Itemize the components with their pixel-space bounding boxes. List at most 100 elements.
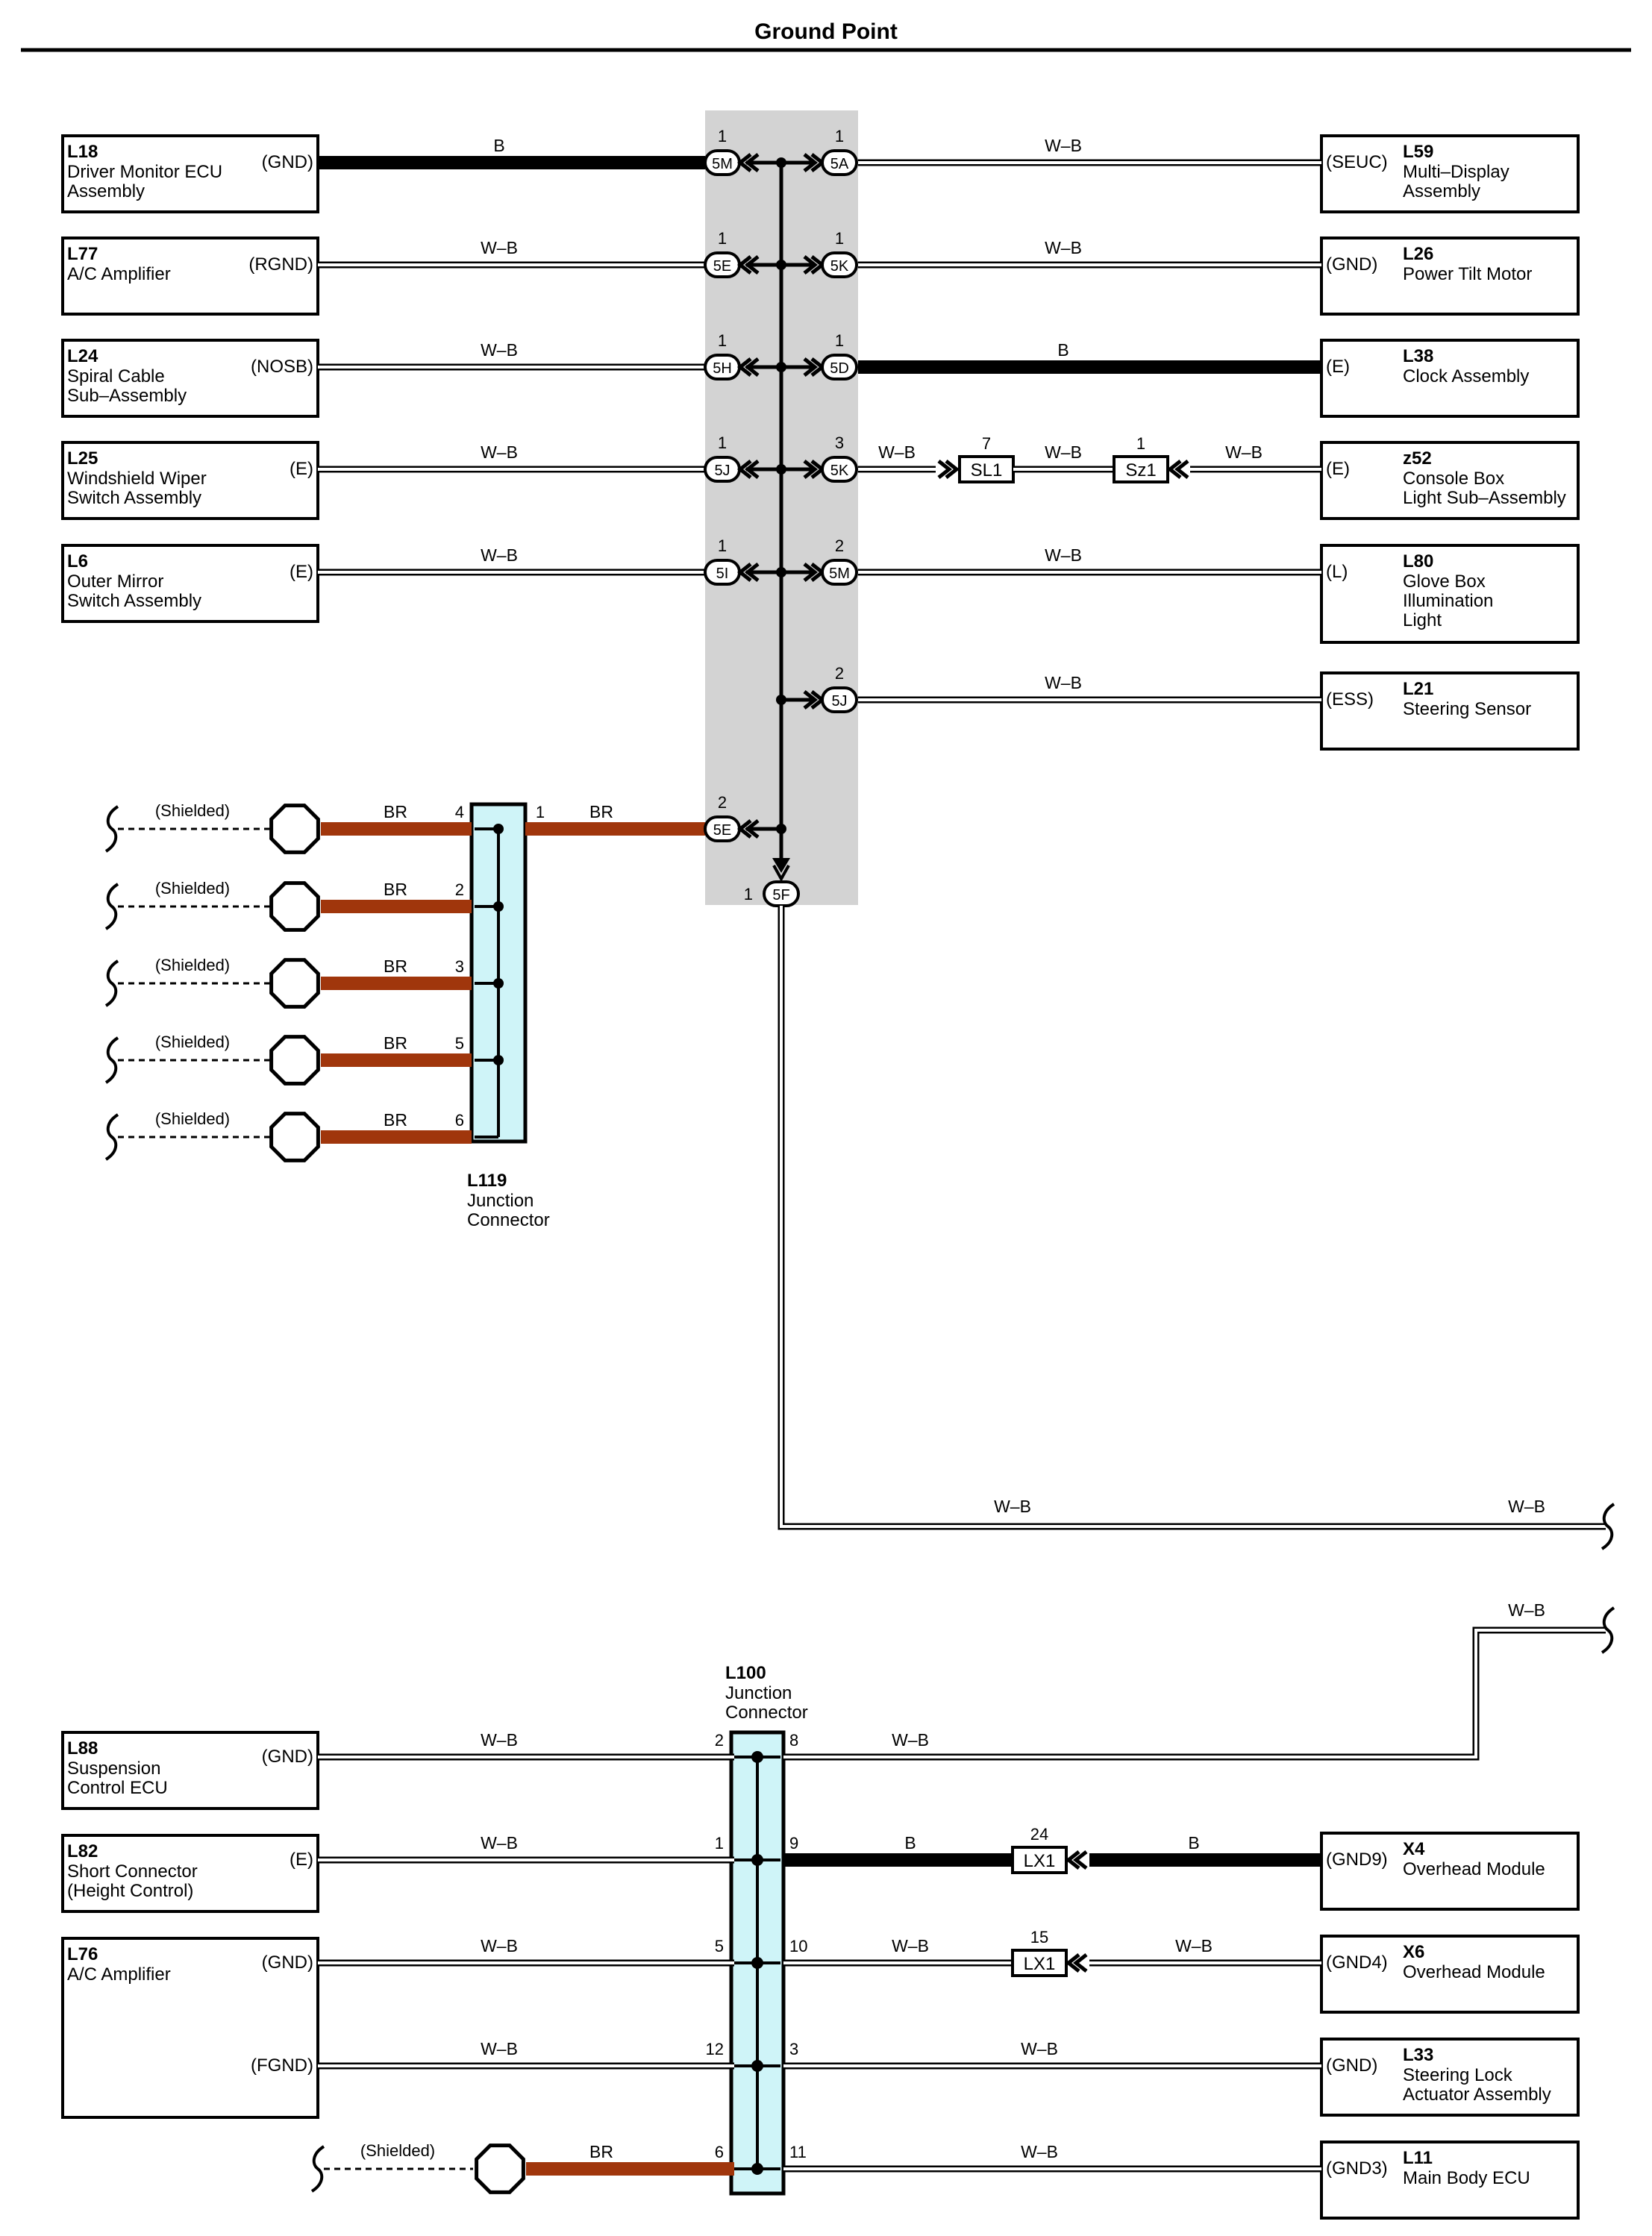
left-component-box bbox=[61, 1731, 319, 1810]
pin-number: 1 bbox=[718, 433, 727, 452]
wire-color-label: W–B bbox=[481, 340, 518, 360]
pin-number: 5 bbox=[715, 1937, 724, 1955]
right-component-box bbox=[1320, 339, 1580, 418]
pin-number: 24 bbox=[1030, 1825, 1048, 1844]
wire-color-label: W–B bbox=[481, 238, 518, 257]
pin-number: 9 bbox=[789, 1834, 798, 1853]
connector-pill bbox=[821, 559, 858, 586]
shield-ground-octagon bbox=[269, 1035, 320, 1086]
splice-dot bbox=[776, 362, 786, 372]
pin-number: 1 bbox=[715, 1834, 724, 1853]
connector-pill-label: 5M bbox=[712, 156, 733, 172]
component-name: Light Sub–Assembly bbox=[1403, 488, 1566, 508]
component-pin: (GND) bbox=[262, 1747, 313, 1767]
component-name: Illumination bbox=[1403, 591, 1493, 611]
wire-color-label: W–B bbox=[878, 442, 916, 462]
arrow bbox=[736, 819, 752, 839]
pin-number: 1 bbox=[536, 803, 545, 821]
connector-pill-label: 5H bbox=[713, 360, 732, 377]
pin-number: 15 bbox=[1030, 1928, 1048, 1947]
shield-break-mark bbox=[104, 883, 119, 930]
arrow bbox=[736, 255, 752, 275]
left-component-box bbox=[61, 339, 319, 418]
splice-dot bbox=[776, 824, 786, 834]
pin-number: 3 bbox=[455, 957, 464, 976]
arrow bbox=[803, 357, 819, 377]
wire-color-label: W–B bbox=[1045, 442, 1082, 462]
splice-dot bbox=[493, 978, 504, 989]
l119-name: Junction bbox=[467, 1191, 534, 1211]
component-code: L11 bbox=[1403, 2148, 1433, 2168]
connector-pill-label: 5K bbox=[830, 258, 849, 275]
pin-number: 10 bbox=[789, 1937, 807, 1955]
component-name: Steering Lock bbox=[1403, 2065, 1513, 2085]
shield-ground-octagon bbox=[475, 2143, 525, 2194]
component-code: L25 bbox=[67, 448, 98, 469]
pin-number: 1 bbox=[835, 331, 844, 350]
component-pin: (GND) bbox=[1326, 2055, 1377, 2076]
l119-name: Connector bbox=[467, 1210, 550, 1230]
component-name: Light bbox=[1403, 610, 1442, 630]
shielded-label: (Shielded) bbox=[155, 956, 230, 974]
arrow bbox=[803, 460, 819, 479]
shield-break-mark bbox=[104, 1113, 119, 1161]
wire-color-label: W–B bbox=[892, 1730, 929, 1750]
l100-name: Junction bbox=[725, 1683, 792, 1703]
component-name: Overhead Module bbox=[1403, 1962, 1545, 1982]
wire-color-label: B bbox=[493, 136, 504, 155]
shield-break-mark bbox=[104, 805, 119, 853]
pin-number: 1 bbox=[1136, 434, 1145, 453]
connector-pill-label: 5K bbox=[830, 463, 849, 479]
left-component-box bbox=[61, 544, 319, 623]
component-name: A/C Amplifier bbox=[67, 264, 171, 284]
splice-dot bbox=[776, 157, 786, 168]
component-pin: (GND9) bbox=[1326, 1850, 1388, 1870]
shield-break-mark bbox=[104, 1036, 119, 1084]
wire-color-label: W–B bbox=[1045, 136, 1082, 155]
connector-pill-label: 5M bbox=[829, 566, 850, 582]
wire-color-label: W–B bbox=[481, 1833, 518, 1853]
arrow bbox=[1065, 1850, 1080, 1870]
arrow bbox=[1174, 460, 1189, 479]
connector-pill-label: 5E bbox=[713, 258, 731, 275]
pin-number: 7 bbox=[982, 434, 991, 453]
inline-connector-label: LX1 bbox=[1024, 1954, 1056, 1974]
right-component-box bbox=[1320, 544, 1580, 644]
component-pin: (GND3) bbox=[1326, 2158, 1388, 2179]
pin-number: 1 bbox=[744, 885, 753, 904]
connector-pill bbox=[821, 251, 858, 278]
component-pin: (RGND) bbox=[248, 254, 313, 275]
l100-code: L100 bbox=[725, 1663, 766, 1683]
component-code: z52 bbox=[1403, 448, 1432, 469]
arrow bbox=[803, 690, 819, 710]
wire-color-label: W–B bbox=[481, 442, 518, 462]
pin-number: 12 bbox=[706, 2040, 724, 2058]
splice-dot bbox=[776, 464, 786, 475]
pin-number: 5 bbox=[455, 1034, 464, 1053]
pin-number: 6 bbox=[455, 1111, 464, 1130]
connector-pill-label: 5A bbox=[830, 156, 849, 172]
pin-number: 1 bbox=[835, 229, 844, 248]
component-name: Main Body ECU bbox=[1403, 2168, 1530, 2188]
arrow bbox=[1072, 1953, 1088, 1973]
wire-color-label: W–B bbox=[1021, 2142, 1058, 2161]
shielded-label: (Shielded) bbox=[155, 879, 230, 898]
wire-color-label: B bbox=[1057, 340, 1069, 360]
wire-color-label: BR bbox=[384, 956, 407, 976]
pin-number: 1 bbox=[835, 127, 844, 145]
inline-connector-label: SL1 bbox=[971, 460, 1003, 480]
wire-color-label: W–B bbox=[1045, 673, 1082, 692]
wire-color-label: W–B bbox=[1175, 1936, 1213, 1955]
component-code: L59 bbox=[1403, 142, 1433, 162]
component-code: L24 bbox=[67, 346, 98, 366]
continuation-break-mark bbox=[1601, 1606, 1615, 1654]
wire-color-label: BR bbox=[384, 880, 407, 899]
pin-number: 8 bbox=[789, 1731, 798, 1750]
shield-break-mark bbox=[310, 2145, 325, 2193]
pin-number: 11 bbox=[789, 2143, 807, 2161]
pin-number: 3 bbox=[835, 433, 844, 452]
connector-pill bbox=[821, 149, 858, 176]
shield-ground-octagon bbox=[269, 804, 320, 854]
wire-color-label: BR bbox=[589, 2142, 613, 2161]
